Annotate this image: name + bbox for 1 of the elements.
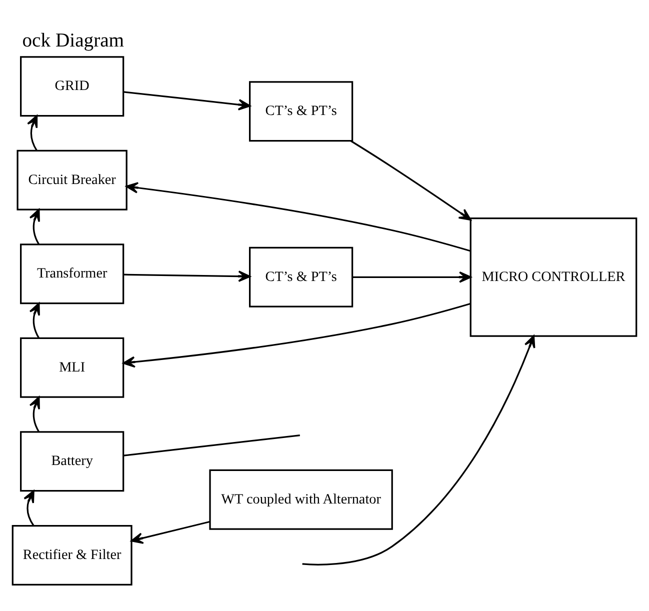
diagram-title: ock Diagram — [22, 30, 124, 52]
